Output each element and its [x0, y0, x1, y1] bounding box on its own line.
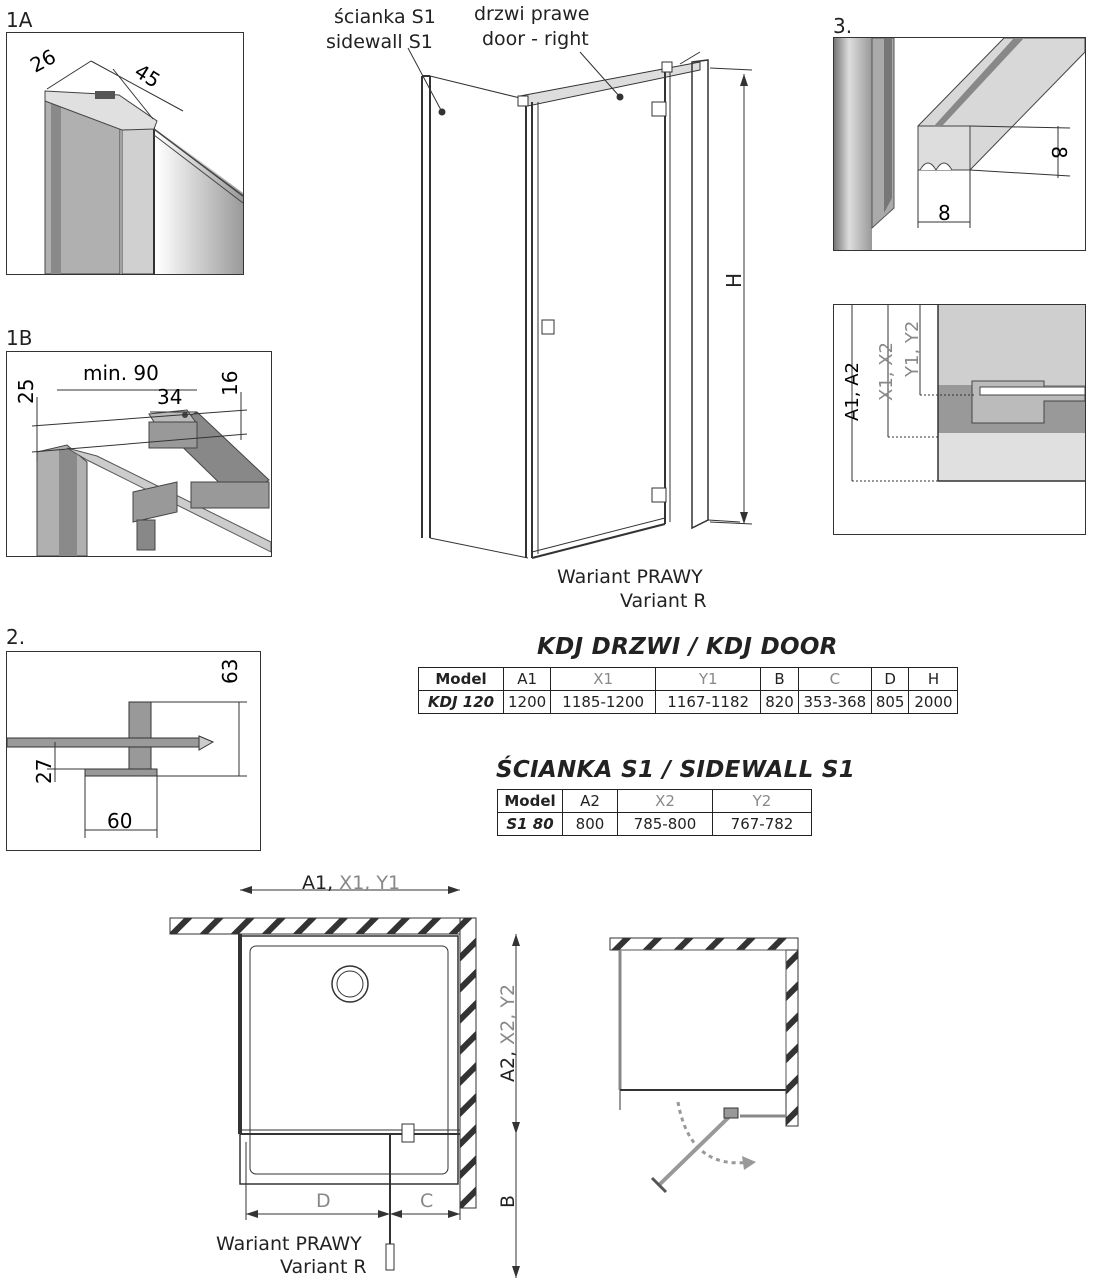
- detail-2-drawing: [7, 701, 247, 838]
- plan-dim-d: D: [316, 1190, 331, 1212]
- door-table-row: KDJ 120 1200 1185-1200 1167-1182 820 353…: [418, 690, 959, 714]
- dim-45: 45: [130, 59, 164, 93]
- height-label: H: [722, 272, 746, 288]
- detail-4-box: A1, A2 X1, X2 Y1, Y2: [833, 304, 1086, 535]
- header-a1: A1: [502, 667, 552, 691]
- header-a2: A2: [562, 789, 618, 813]
- section-label-3: 3.: [833, 14, 853, 38]
- plan-dim-x2-y2: X2, Y2: [497, 983, 519, 1051]
- dim-8-vertical: 8: [1047, 146, 1071, 159]
- plan-view: [169, 886, 520, 1278]
- header-y2: Y2: [712, 789, 812, 813]
- sidewall-label-pl: ścianka S1: [334, 6, 436, 28]
- section-label-1a: 1A: [6, 8, 33, 32]
- cell-x1: 1185-1200: [550, 690, 657, 714]
- header-c: C: [797, 667, 872, 691]
- cell-a1: 1200: [502, 690, 552, 714]
- cell-x2: 785-800: [617, 812, 713, 836]
- sidewall-label-en: sidewall S1: [326, 31, 433, 53]
- detail-4-drawing: [851, 305, 1085, 482]
- small-plan-view: [609, 937, 799, 1194]
- detail-2-dims: 63 27 60: [32, 659, 242, 833]
- detail-1a-drawing: [44, 60, 243, 274]
- cell-d: 805: [870, 690, 910, 714]
- detail-1a-box: 26 45: [6, 32, 244, 275]
- detail-3-box: 8 8: [833, 37, 1086, 251]
- plan-dim-side: A2, X2, Y2: [497, 984, 519, 1082]
- detail-1b-drawing: [31, 389, 271, 556]
- header-h: H: [908, 667, 959, 691]
- header-model: Model: [497, 789, 563, 813]
- detail-2-box: 63 27 60: [6, 651, 261, 851]
- sidewall-table-row: S1 80 800 785-800 767-782: [497, 812, 812, 836]
- plan-dim-x1-y1: X1, Y1: [333, 872, 401, 894]
- dim-25: 25: [14, 379, 38, 404]
- cell-a2: 800: [562, 812, 618, 836]
- cell-model: KDJ 120: [418, 690, 504, 714]
- cell-c: 353-368: [797, 690, 872, 714]
- sidewall-table-header-row: Model A2 X2 Y2: [497, 789, 812, 813]
- header-b: B: [760, 667, 799, 691]
- label-x1-x2: X1, X2: [876, 342, 897, 401]
- header-y1: Y1: [655, 667, 762, 691]
- cell-model: S1 80: [497, 812, 563, 836]
- dim-34: 34: [157, 385, 182, 409]
- header-x2: X2: [617, 789, 713, 813]
- section-label-2: 2.: [6, 625, 26, 649]
- variant-label-en: Variant R: [620, 590, 707, 612]
- door-table-header-row: Model A1 X1 Y1 B C D H: [418, 667, 959, 691]
- plan-dim-c: C: [420, 1190, 434, 1212]
- detail-4-dims: A1, A2 X1, X2 Y1, Y2: [842, 321, 923, 421]
- plan-dim-top: A1, X1, Y1: [302, 872, 400, 894]
- plan-dim-a2: A2,: [497, 1050, 519, 1082]
- section-label-1b: 1B: [6, 326, 33, 350]
- header-d: D: [870, 667, 910, 691]
- label-y1-y2: Y1, Y2: [902, 321, 923, 378]
- dim-16: 16: [218, 371, 242, 396]
- dim-26: 26: [26, 44, 60, 77]
- detail-1b-dims: min. 90 34 25 16: [14, 361, 242, 409]
- door-label-pl: drzwi prawe: [474, 3, 590, 25]
- cell-y2: 767-782: [712, 812, 812, 836]
- variant-label-pl: Wariant PRAWY: [557, 566, 703, 588]
- detail-1b-box: min. 90 34 25 16: [6, 351, 272, 557]
- door-spec-table: Model A1 X1 Y1 B C D H KDJ 120 1200 1185…: [418, 667, 959, 714]
- sidewall-spec-table: Model A2 X2 Y2 S1 80 800 785-800 767-782: [497, 789, 812, 836]
- main-3d-view: [407, 47, 753, 559]
- dim-63: 63: [218, 659, 242, 684]
- door-label-en: door - right: [482, 28, 589, 50]
- cell-h: 2000: [908, 690, 959, 714]
- header-model: Model: [418, 667, 504, 691]
- cell-b: 820: [760, 690, 799, 714]
- detail-3-drawing: [834, 38, 1085, 250]
- dim-27: 27: [32, 759, 56, 784]
- plan-variant-en: Variant R: [280, 1256, 367, 1278]
- dim-60: 60: [107, 809, 132, 833]
- dim-8-horizontal: 8: [938, 201, 951, 225]
- label-a1-a2: A1, A2: [842, 362, 863, 421]
- sidewall-table-title: ŚCIANKA S1 / SIDEWALL S1: [496, 757, 856, 783]
- door-table-title: KDJ DRZWI / KDJ DOOR: [537, 634, 838, 660]
- detail-3-dims: 8 8: [938, 146, 1071, 225]
- plan-dim-b: B: [497, 1194, 519, 1208]
- dim-min-90: min. 90: [83, 361, 159, 385]
- plan-variant-pl: Wariant PRAWY: [216, 1233, 362, 1255]
- cell-y1: 1167-1182: [655, 690, 762, 714]
- header-x1: X1: [550, 667, 657, 691]
- detail-1a-dims: 26 45: [26, 44, 165, 93]
- plan-dim-a1: A1,: [302, 872, 334, 894]
